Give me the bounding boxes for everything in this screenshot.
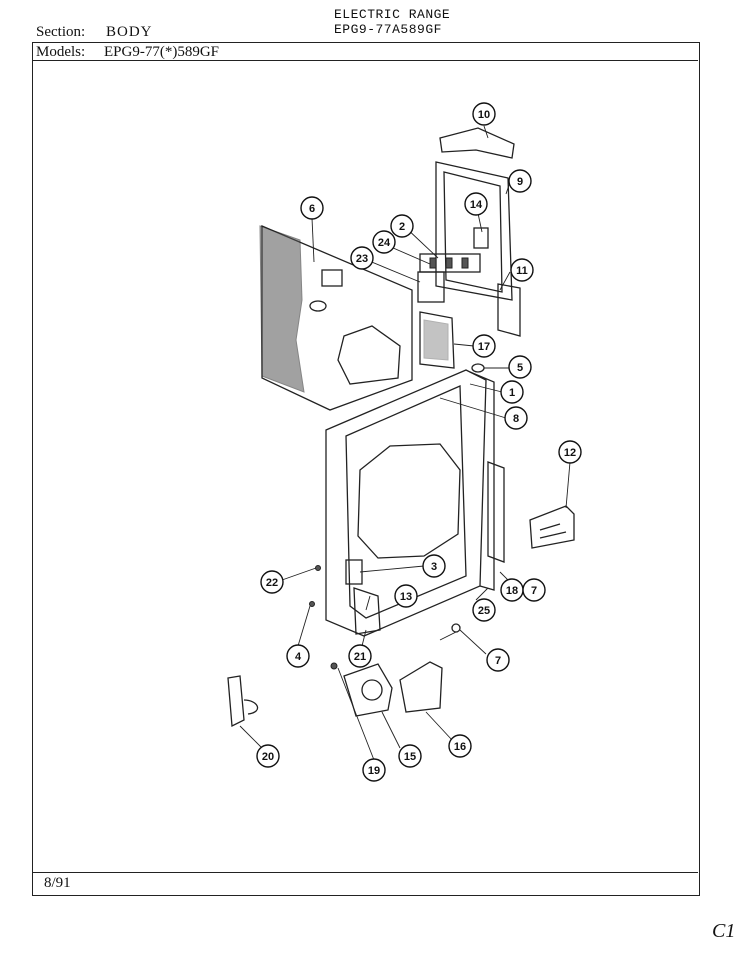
latch-part — [227, 675, 259, 728]
relay-part — [343, 663, 393, 717]
svg-text:11: 11 — [516, 265, 528, 277]
callout-15: 15 — [398, 744, 422, 768]
svg-text:7: 7 — [495, 655, 501, 667]
callout-24: 24 — [372, 230, 396, 254]
svg-text:15: 15 — [404, 751, 416, 763]
side-bracket-part — [497, 283, 521, 337]
side-panel-part — [259, 225, 413, 411]
footer-date: 8/91 — [44, 875, 71, 891]
oven-front-frame-part — [325, 369, 505, 637]
callout-11: 11 — [510, 258, 534, 282]
callout-3: 3 — [422, 554, 446, 578]
control-frame-part — [435, 161, 513, 301]
callout-4: 4 — [286, 644, 310, 668]
timer-module-part — [419, 311, 455, 369]
svg-text:2: 2 — [399, 221, 405, 233]
svg-text:4: 4 — [295, 651, 302, 663]
svg-text:7: 7 — [531, 585, 537, 597]
callout-21: 21 — [348, 644, 372, 668]
section-label: Section: — [36, 24, 86, 40]
svg-text:21: 21 — [354, 651, 366, 663]
callout-14: 14 — [464, 192, 488, 216]
svg-text:10: 10 — [478, 109, 490, 121]
callout-20: 20 — [256, 744, 280, 768]
title-line-2: EPG9-77A589GF — [334, 22, 442, 37]
svg-text:13: 13 — [400, 591, 412, 603]
diagram-frame — [32, 42, 700, 896]
svg-text:6: 6 — [309, 203, 315, 215]
callout-13: 13 — [394, 584, 418, 608]
callout-2: 2 — [390, 214, 414, 238]
switch-assembly-part — [417, 227, 489, 303]
models-label: Models: — [36, 44, 86, 60]
callout-1: 1 — [500, 380, 524, 404]
svg-text:8: 8 — [513, 413, 519, 425]
svg-text:9: 9 — [517, 176, 523, 188]
screw-parts — [309, 565, 338, 670]
svg-text:1: 1 — [509, 387, 515, 399]
callout-22: 22 — [260, 570, 284, 594]
callout-8: 8 — [504, 406, 528, 430]
callout-16: 16 — [448, 734, 472, 758]
callout-19: 19 — [362, 758, 386, 782]
cover-part — [399, 661, 443, 713]
callout-17: 17 — [472, 334, 496, 358]
svg-text:14: 14 — [470, 199, 483, 211]
callout-7-upper: 7 — [522, 578, 546, 602]
top-trim-part — [439, 127, 515, 159]
callout-6: 6 — [300, 196, 324, 220]
svg-text:24: 24 — [378, 237, 391, 249]
callout-12: 12 — [558, 440, 582, 464]
svg-text:18: 18 — [506, 585, 518, 597]
svg-text:23: 23 — [356, 253, 368, 265]
corner-mark: C1 — [712, 920, 736, 942]
svg-text:3: 3 — [431, 561, 437, 573]
svg-text:5: 5 — [517, 362, 523, 374]
hinge-assembly-part — [345, 559, 381, 635]
corner-bracket-part — [529, 505, 575, 549]
callout-18: 18 — [500, 578, 524, 602]
svg-text:25: 25 — [478, 605, 490, 617]
models-value: EPG9-77(*)589GF — [104, 44, 219, 60]
svg-text:16: 16 — [454, 741, 466, 753]
svg-text:19: 19 — [368, 765, 380, 777]
callout-23: 23 — [350, 246, 374, 270]
callout-10: 10 — [472, 102, 496, 126]
svg-text:12: 12 — [564, 447, 576, 459]
section-value: BODY — [106, 24, 153, 40]
callout-25: 25 — [472, 598, 496, 622]
svg-text:22: 22 — [266, 577, 278, 589]
svg-text:20: 20 — [262, 751, 274, 763]
bolt-part — [439, 623, 461, 641]
footer-separator — [32, 872, 698, 873]
svg-text:17: 17 — [478, 341, 490, 353]
callout-5: 5 — [508, 355, 532, 379]
models-separator — [32, 60, 698, 61]
callout-9: 9 — [508, 169, 532, 193]
title-line-1: ELECTRIC RANGE — [334, 7, 451, 22]
clip-part — [471, 363, 485, 373]
callout-7-lower: 7 — [486, 648, 510, 672]
